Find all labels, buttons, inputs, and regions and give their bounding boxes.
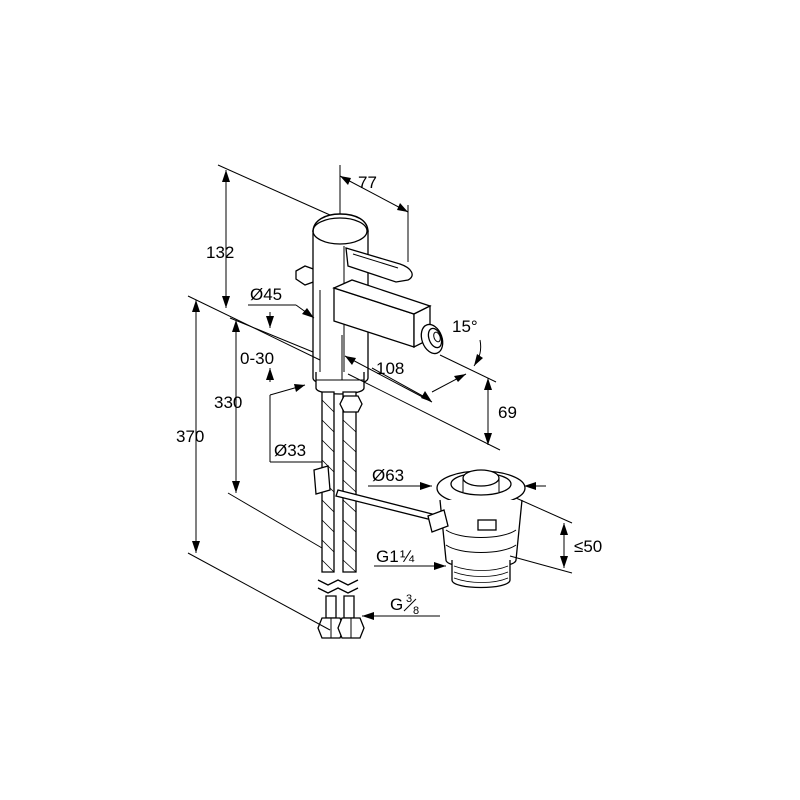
thread-label-g-3-8: G 3 8 [390,593,419,617]
dim-370: 370 [176,427,204,446]
svg-text:G1: G1 [376,547,399,566]
dim-diameter-63: Ø63 [372,466,404,485]
dim-0-30: 0-30 [240,349,274,368]
mixer-body [295,213,369,395]
dimension-labels: 77 132 Ø45 0-30 108 15° 330 370 69 Ø33 Ø… [176,173,602,617]
dim-angle-15: 15° [452,317,478,336]
svg-text:¼: ¼ [400,547,415,566]
arrowheads [192,170,568,620]
dim-max-50: ≤50 [574,537,602,556]
dim-diameter-45: Ø45 [250,285,282,304]
lever [345,247,413,283]
dim-108: 108 [376,359,404,378]
pop-up-waste [335,469,526,589]
dim-69: 69 [498,403,517,422]
dim-330: 330 [214,393,242,412]
svg-text:3: 3 [406,593,412,605]
svg-text:8: 8 [413,605,419,617]
thread-label-g1-1-4: G1 ¼ [376,547,415,566]
dim-77: 77 [358,173,377,192]
hoses [313,391,365,639]
dim-diameter-33: Ø33 [274,441,306,460]
spout [332,279,444,355]
svg-text:G: G [390,595,403,614]
dim-132: 132 [206,243,234,262]
